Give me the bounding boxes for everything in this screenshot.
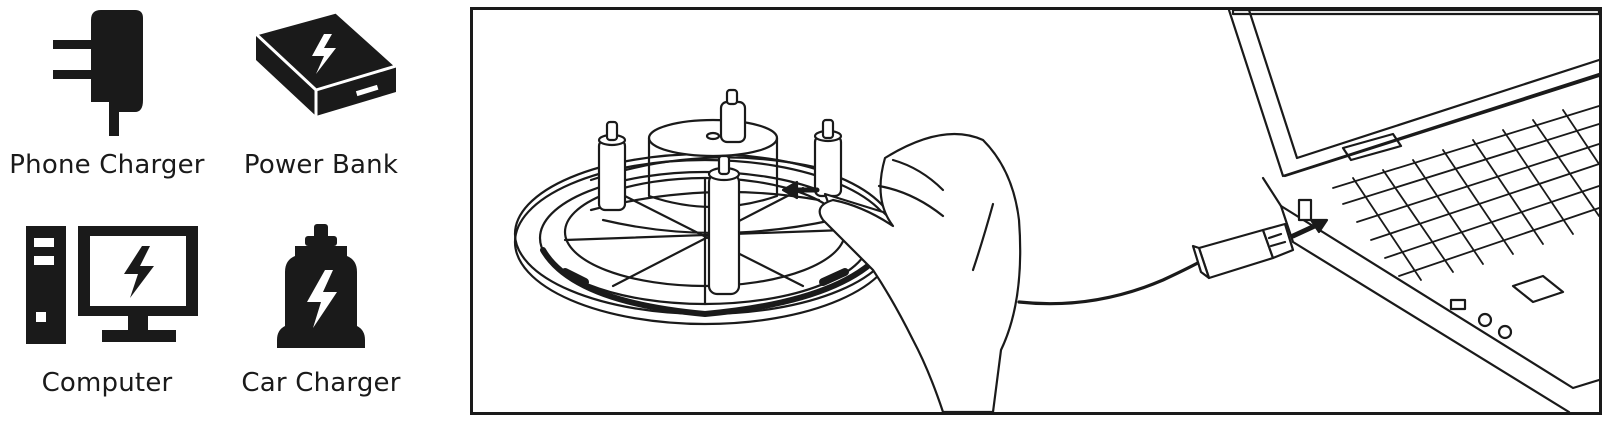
source-computer: Computer — [2, 222, 212, 398]
car-charger-label: Car Charger — [241, 368, 401, 398]
power-bank-label: Power Bank — [243, 150, 399, 180]
hand-illustration — [818, 132, 1022, 412]
laptop-illustration — [1227, 10, 1599, 412]
car-charger-icon — [277, 224, 365, 348]
usb-cable — [1017, 258, 1205, 306]
wall-plug-icon — [53, 10, 143, 136]
drone-illustration — [513, 88, 897, 326]
computer-label: Computer — [41, 368, 173, 398]
power-bank-icon — [253, 10, 399, 116]
source-power-bank: Power Bank — [216, 4, 426, 180]
usb-plug — [1191, 222, 1295, 280]
charging-sources-panel: Phone Charger Power Bank Computer — [0, 0, 440, 425]
source-phone-charger: Phone Charger — [2, 4, 212, 180]
source-car-charger: Car Charger — [216, 222, 426, 398]
desktop-computer-icon — [26, 226, 198, 344]
phone-charger-label: Phone Charger — [9, 150, 205, 180]
charging-illustration-frame — [470, 7, 1602, 415]
drone-usb-laptop-illustration — [513, 10, 1599, 412]
